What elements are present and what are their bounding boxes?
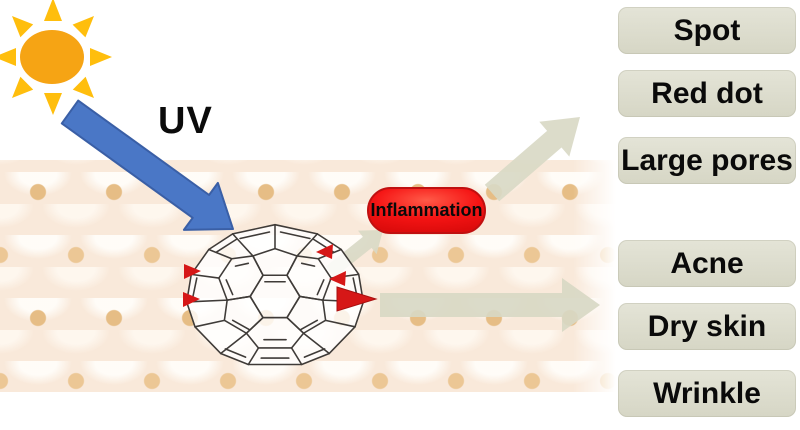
effect-label: Spot <box>673 13 741 47</box>
effect-label: Acne <box>670 246 744 280</box>
effect-arrow-up-icon <box>484 117 580 202</box>
effect-box-wrinkle: Wrinkle <box>618 370 796 417</box>
effect-label: Wrinkle <box>653 376 761 410</box>
effect-label: Large pores <box>621 143 793 177</box>
effect-box-dry-skin: Dry skin <box>618 303 796 350</box>
effect-label: Dry skin <box>647 309 767 343</box>
effect-box-acne: Acne <box>618 240 796 287</box>
inflammation-badge: Inflammation <box>367 187 486 234</box>
uv-label: UV <box>158 100 213 142</box>
effect-box-spot: Spot <box>618 7 796 54</box>
effect-box-large-pores: Large pores <box>618 137 796 184</box>
release-arrow-icon <box>336 286 378 312</box>
inflammation-label: Inflammation <box>370 200 483 220</box>
effect-label: Red dot <box>651 76 763 110</box>
radical-arrow-icons <box>183 244 346 307</box>
sun-icon <box>0 0 112 115</box>
fullerene-molecule-icon <box>185 223 365 366</box>
effect-arrow-right-icon <box>380 278 600 332</box>
uv-arrow-icon <box>60 99 234 231</box>
effect-box-red-dot: Red dot <box>618 70 796 117</box>
